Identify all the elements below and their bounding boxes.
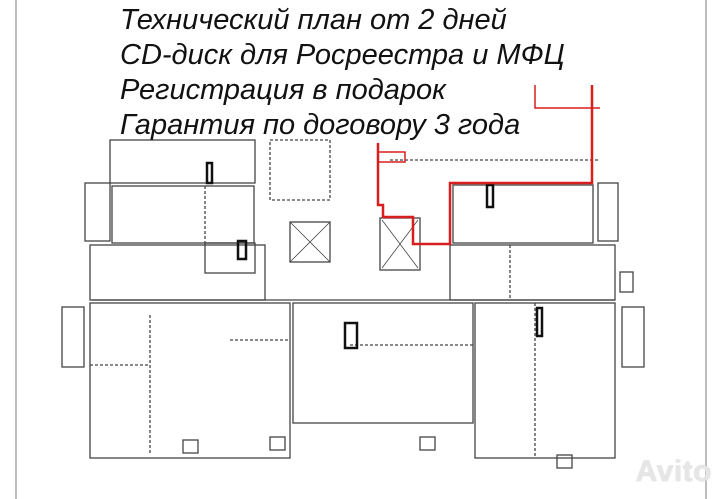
caption-line-1: Технический план от 2 дней [120,4,507,36]
highlighted-unit-outline [376,85,594,246]
highlight-detail [378,85,600,163]
caption-line-2: CD-диск для Росреестра и МФЦ [120,39,565,71]
caption-line-3: Регистрация в подарок [120,74,446,106]
avito-watermark: Avito [635,455,712,488]
plan-columns [205,161,544,350]
caption-line-4: Гарантия по договору 3 года [120,109,521,141]
plan-walls [15,0,707,499]
